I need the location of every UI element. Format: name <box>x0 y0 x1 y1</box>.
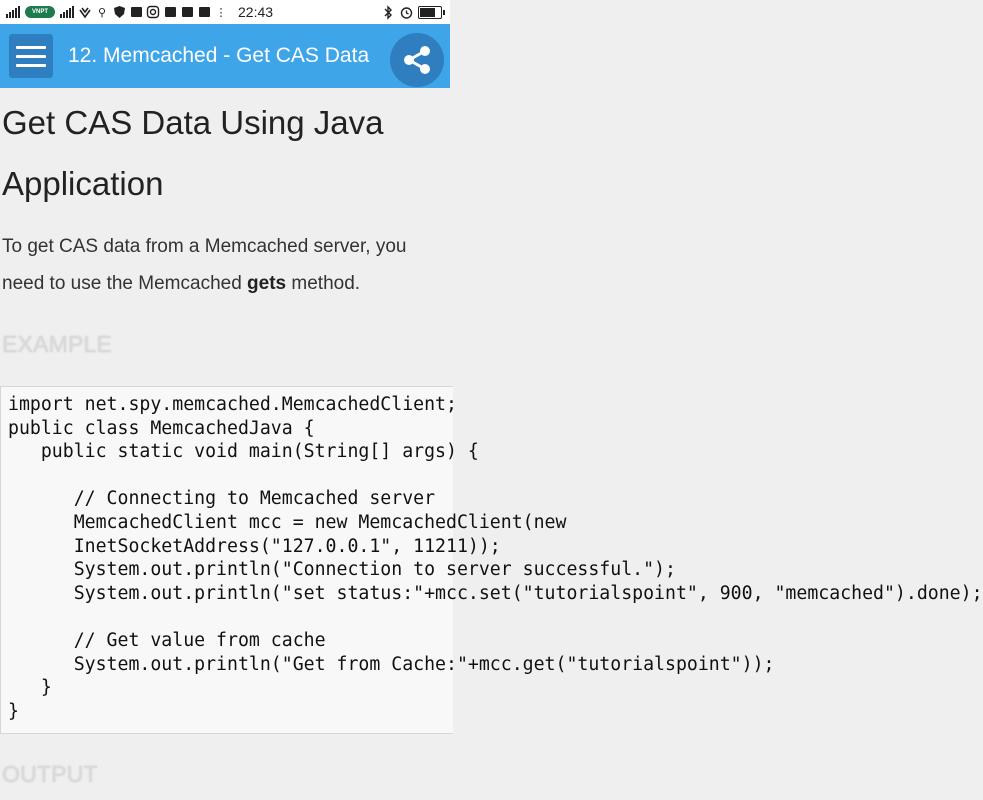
more-icon: ⋮ <box>215 6 227 19</box>
signal-icon <box>6 6 20 18</box>
hamburger-icon-line <box>16 45 46 49</box>
shield-icon <box>113 6 125 18</box>
image-icon <box>181 6 193 18</box>
share-icon <box>404 46 430 74</box>
carrier-logo: VNPT <box>25 6 55 18</box>
app-bar: 12. Memcached - Get CAS Data <box>0 24 450 88</box>
battery-icon <box>418 5 445 19</box>
content-area[interactable]: Get CAS Data Using Java Application To g… <box>0 88 983 800</box>
share-button[interactable] <box>390 33 444 87</box>
hamburger-icon-line <box>16 63 46 67</box>
status-bar-left: VNPT ⚲ ⋮ 22:43 <box>0 4 273 20</box>
intro-text: To get CAS data from a Memcached server,… <box>2 236 407 294</box>
intro-text-end: method. <box>286 273 361 294</box>
menu-button[interactable] <box>9 34 53 78</box>
hamburger-icon-line <box>16 54 46 58</box>
notification-icon: ⚲ <box>97 6 107 19</box>
intro-keyword: gets <box>247 273 287 294</box>
output-label: OUTPUT <box>2 761 98 787</box>
facebook-icon <box>198 6 210 18</box>
app-bar-title: 12. Memcached - Get CAS Data <box>68 44 370 67</box>
alarm-icon <box>400 6 412 19</box>
signal-icon <box>60 6 74 18</box>
code-text: import net.spy.memcached.MemcachedClient… <box>8 394 983 722</box>
camera-icon <box>146 5 160 19</box>
wifi-icon <box>79 6 91 19</box>
skype-icon <box>164 6 176 18</box>
example-label: EXAMPLE <box>2 331 113 357</box>
status-bar-right <box>382 0 445 24</box>
page-heading: Get CAS Data Using Java Application <box>2 104 384 202</box>
code-block[interactable]: import net.spy.memcached.MemcachedClient… <box>0 386 983 734</box>
bluetooth-icon <box>382 4 394 20</box>
intro-paragraph: To get CAS data from a Memcached server,… <box>2 228 448 302</box>
status-time: 22:43 <box>238 4 274 20</box>
mail-icon <box>130 6 142 18</box>
status-bar: VNPT ⚲ ⋮ 22:43 <box>0 0 450 24</box>
